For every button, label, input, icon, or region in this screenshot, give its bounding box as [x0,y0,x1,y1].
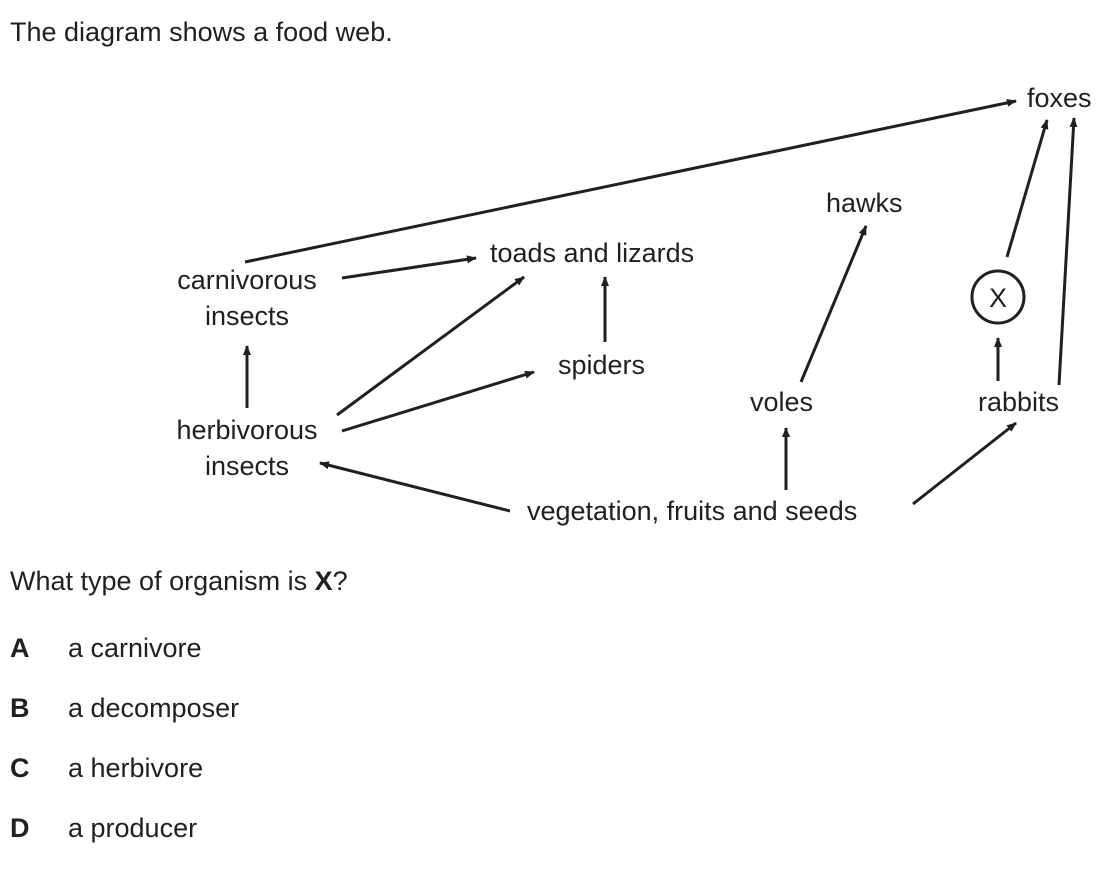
node-rabbits: rabbits [978,387,1059,417]
arrow-herbivorous-insects-to-toads-lizards [336,275,525,417]
node-foxes: foxes [1027,83,1092,113]
question-suffix: ? [332,566,348,596]
option-letter: C [10,753,30,783]
option-c[interactable]: C a herbivore [10,750,239,810]
option-text: a producer [68,813,198,843]
node-carnivorous-insects-line2: insects [205,301,289,331]
node-hawks: hawks [826,188,903,218]
arrow-rabbits-to-foxes [1057,117,1078,386]
node-x: X [989,283,1007,313]
option-letter: A [10,633,30,663]
arrow-herbivorous-insects-to-spiders [341,370,535,433]
arrow-voles-to-hawks [799,225,868,383]
node-voles: voles [750,387,813,417]
arrow-carnivorous-insects-to-foxes [244,98,1017,264]
arrow-x-to-foxes [1005,119,1049,258]
option-text: a herbivore [68,753,204,783]
option-text: a carnivore [68,633,202,663]
node-vegetation: vegetation, fruits and seeds [527,496,857,526]
question-prefix: What type of organism is [10,566,315,596]
arrow-vegetation-to-herbivorous-insects [319,461,511,513]
node-spiders: spiders [558,350,645,380]
option-letter: B [10,693,30,723]
answer-options: A a carnivore B a decomposer C a herbivo… [10,630,239,870]
option-b[interactable]: B a decomposer [10,690,239,750]
arrow-carnivorous-insects-to-toads-lizards [341,255,477,280]
question-emphasis: X [314,566,333,596]
question-text: What type of organism is X? [10,563,348,599]
option-text: a decomposer [68,693,240,723]
option-a[interactable]: A a carnivore [10,630,239,690]
node-herbivorous-insects-line2: insects [205,451,289,481]
node-carnivorous-insects-line1: carnivorous [177,265,317,295]
arrow-vegetation-to-rabbits [912,421,1017,506]
food-web-diagram: foxes hawks toads and lizards carnivorou… [176,83,1092,526]
node-herbivorous-insects-line1: herbivorous [176,415,317,445]
x-organism-circle [970,269,1026,325]
option-letter: D [10,813,30,843]
node-toads-lizards: toads and lizards [490,238,694,268]
option-d[interactable]: D a producer [10,810,239,870]
intro-text: The diagram shows a food web. [10,17,393,47]
